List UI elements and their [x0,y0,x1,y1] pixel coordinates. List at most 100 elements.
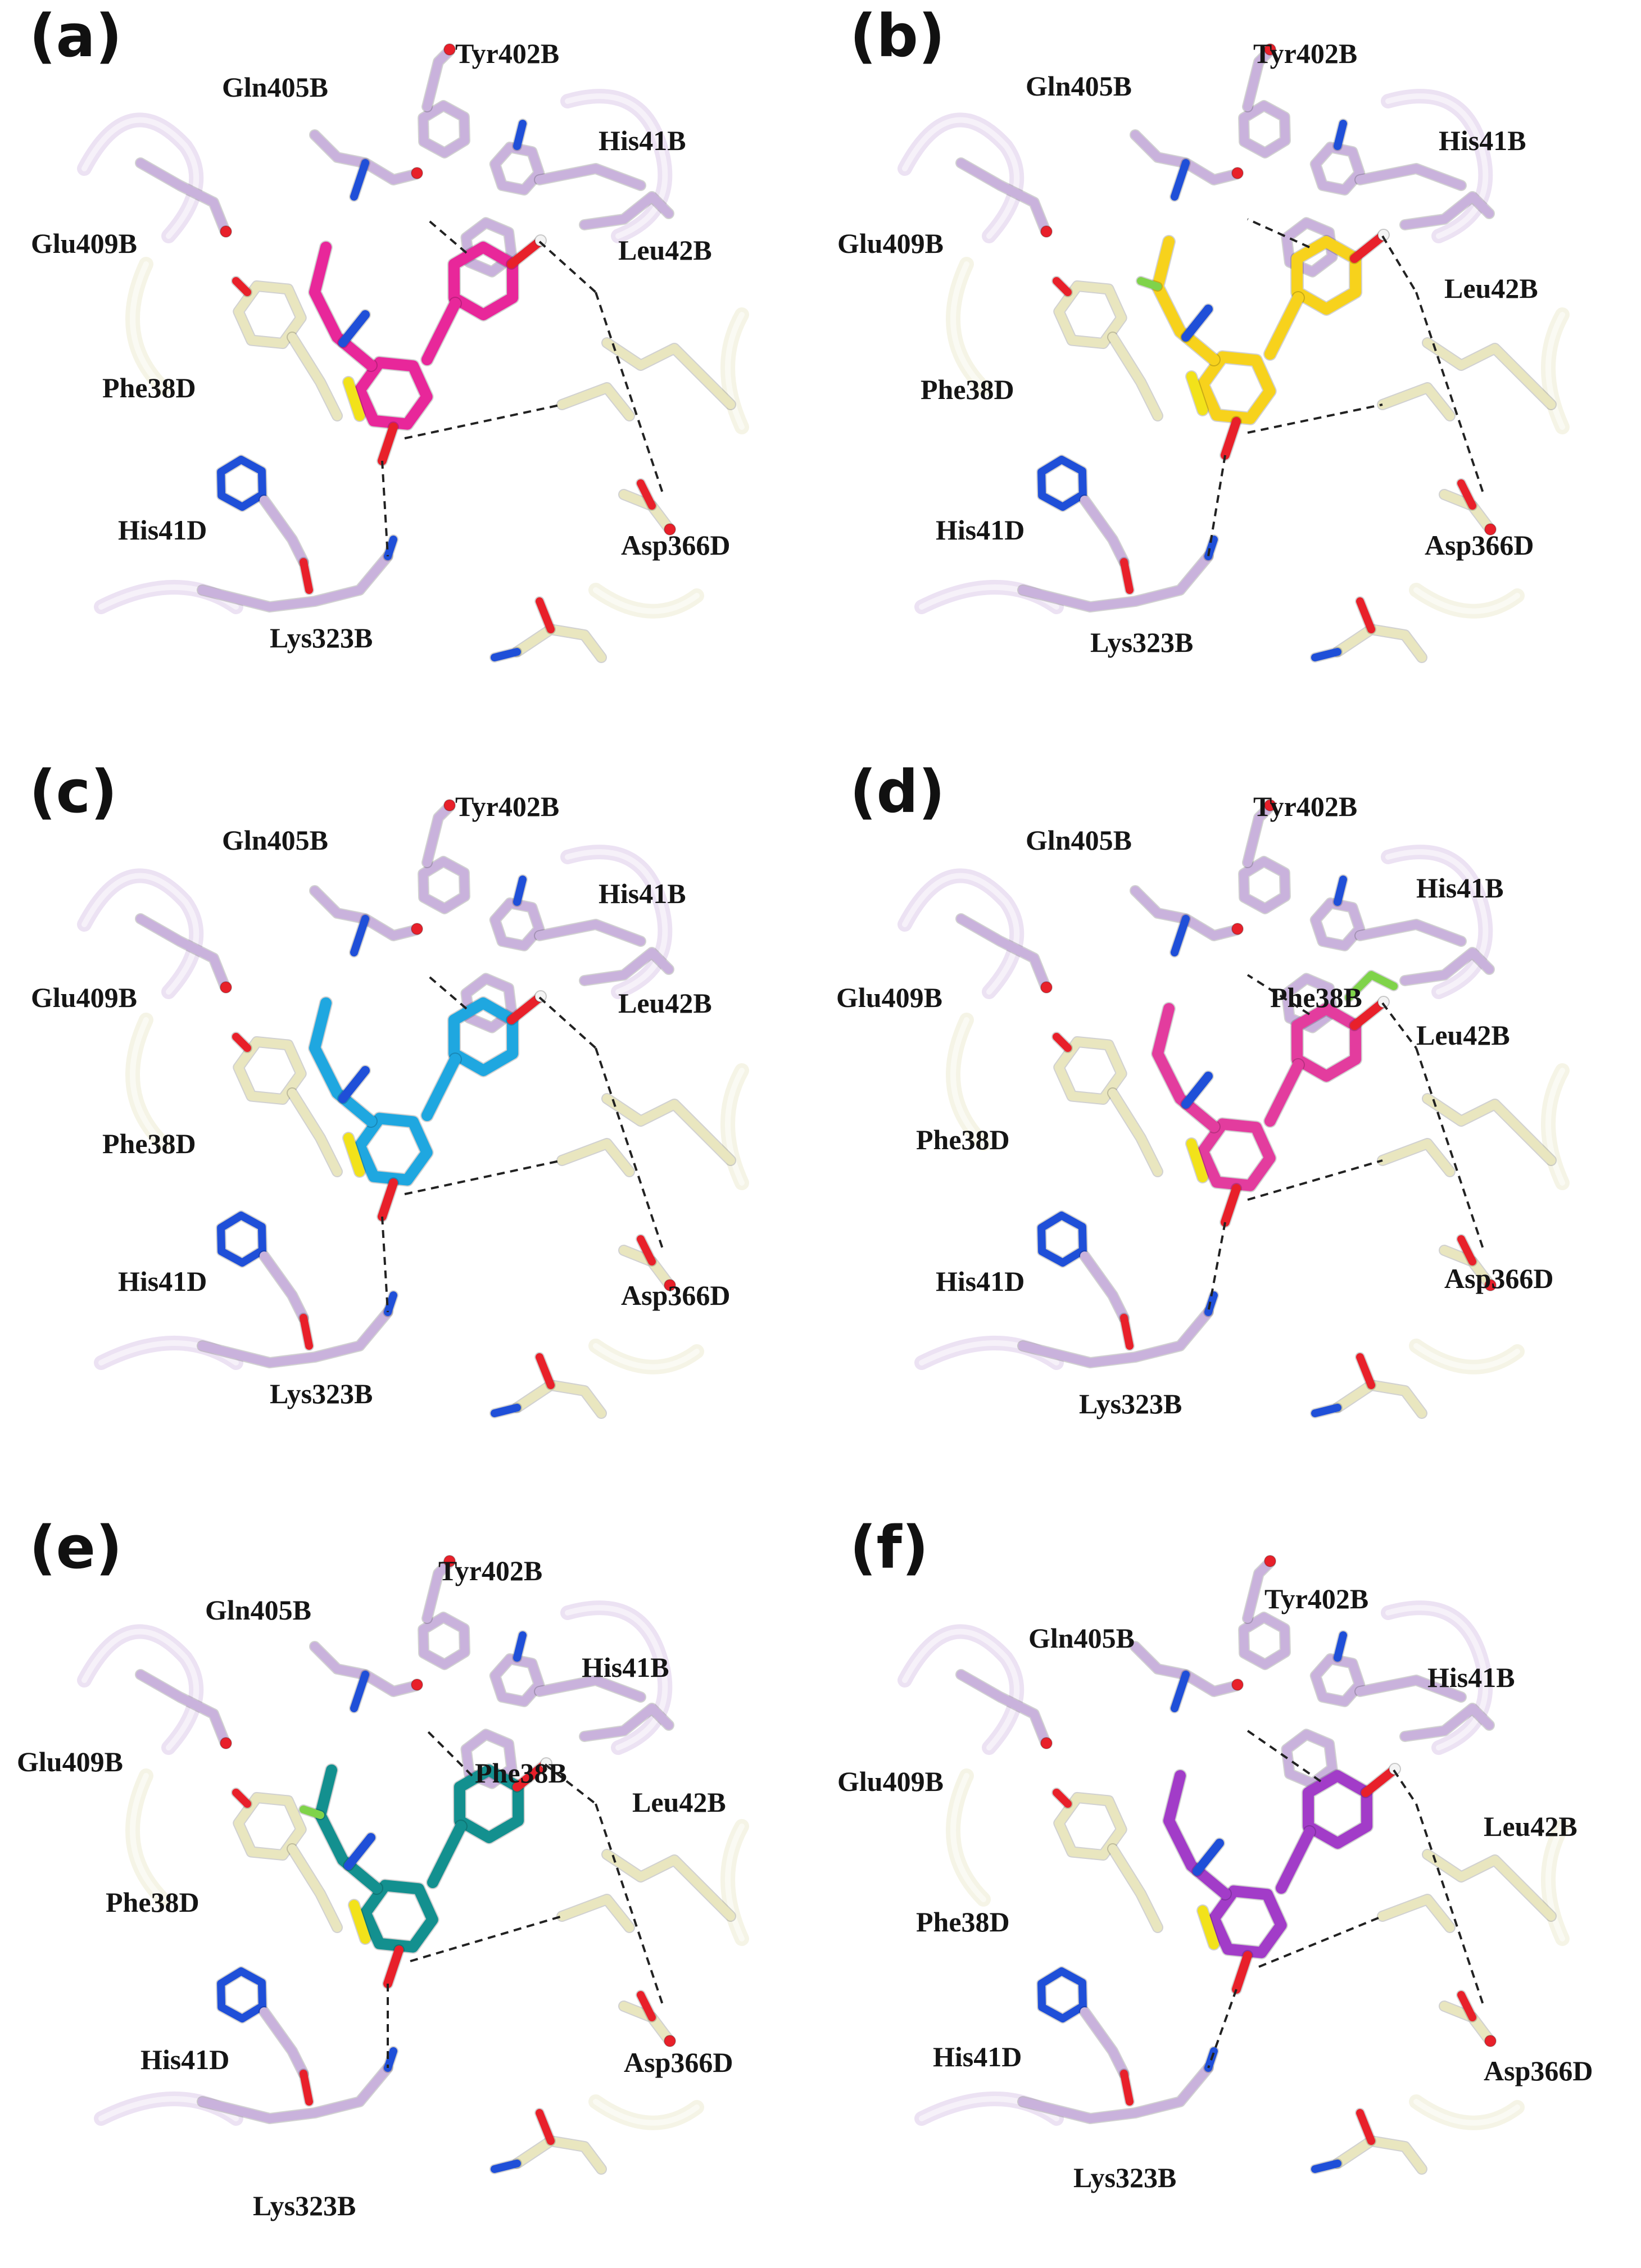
ligand-arm [309,997,377,1127]
ribbon-highlight [593,2099,700,2126]
ligand-oh [1232,1951,1252,1994]
phe38d-ring [234,1793,306,1860]
hbond-line [381,1216,389,1313]
ligand-arm [309,242,377,371]
tyr402b-ring [1239,857,1290,913]
ligand-arm [1152,236,1220,365]
ligand-oh [507,237,544,269]
residue-label: Glu409B [31,982,137,1013]
residue-label: Lys323B [270,622,373,654]
his41d-chain [1080,1251,1128,1322]
gln405b-amide [350,1671,369,1712]
tyr402b-chain [423,1558,454,1623]
hydrogen-atom [534,990,547,1003]
gln-chain-d [1333,1381,1426,1418]
asp366d-o1 [1457,1235,1476,1265]
phe38d-oh [232,1033,251,1052]
residue-label: Phe38D [916,1124,1010,1155]
oxygen-atom [1040,1737,1053,1749]
residue-label: Asp366D [1484,2055,1593,2086]
ribbon-highlight [81,117,200,239]
panel-b: (b) Tyr402B Gln405B His41B Glu409B Leu42… [820,0,1641,756]
residue-label: Leu42B [618,987,712,1019]
his41b-chain [535,1676,645,1702]
phe-ring-b [461,974,516,1032]
panel-d: (d) Tyr402B Gln405B His41B Glu409B Phe38… [820,756,1641,1512]
gln405b-amide [1171,915,1190,956]
residue-label: Phe38D [921,374,1014,405]
his41b-chain [535,164,645,190]
ligand-sulfur [349,1900,370,1944]
ligand-ring [1208,1885,1287,1958]
residue-label: Asp366D [1444,1263,1554,1294]
panel-f: (f) Tyr402B Gln405B His41B Glu409B Leu42… [820,1512,1641,2267]
glu409b-chain [957,914,1050,991]
residue-label: Glu409B [31,228,137,259]
ribbon-highlight [725,312,745,430]
hydrogen-atom [1377,996,1390,1008]
phe38d-ring [1054,1037,1126,1104]
leu-chain-d [602,1850,735,1921]
residue-label: His41B [1439,125,1526,156]
lys-chain-d [1378,383,1454,420]
oxygen-atom [1040,225,1053,238]
panel-b-structure [897,43,1570,663]
ribbon-highlight [950,1017,986,1146]
glu409b-chain [957,158,1050,235]
ligand-bond [1264,292,1304,360]
ligand-fluorine [1137,277,1162,291]
hbond-line [1207,455,1226,557]
ligand-ring [448,242,519,320]
leu42b-chain [1400,192,1494,229]
tyr402b-ring [1239,101,1290,157]
lys-chain-d [1378,1139,1454,1176]
phe38d-chain [1108,1088,1162,1176]
ribbon-highlight [81,873,200,995]
phe38d-oh [1053,1033,1072,1052]
phe-ring-b [1282,1730,1337,1788]
phe38d-oh [232,1789,251,1808]
phe38d-ring [1054,281,1126,348]
his41d-ring [1037,1967,1087,2022]
phe38d-oh [1053,1789,1072,1808]
panel-e-structure [77,1555,749,2175]
his41d-co [300,2070,313,2106]
gln-chain-d [513,2137,606,2174]
gln-n-d [1311,1404,1341,1417]
ribbon-highlight [1545,1068,1565,1186]
oxygen-atom [1231,1679,1244,1691]
ligand-bond [421,1054,461,1121]
hbond-line [381,460,389,557]
residue-label: Leu42B [1416,1019,1510,1051]
ligand-bond [421,298,461,365]
tyr402b-chain [1243,802,1275,867]
tyr402b-ring [419,101,469,157]
ribbon-highlight [902,117,1020,239]
oxygen-atom [220,1737,232,1749]
phe38d-chain [288,333,342,420]
hydrogen-atom [534,234,547,247]
leu-chain-d [1423,1850,1556,1921]
oxygen-atom [1484,1279,1497,1291]
phe38d-ring [234,1037,306,1104]
residue-label: Asp366D [1425,529,1534,561]
oxygen-atom [1040,981,1053,994]
asp366d-o1 [1457,1991,1476,2021]
oxygen-atom [1231,923,1244,935]
oxygen-atom [664,523,676,536]
residue-label: Gln405B [222,71,328,103]
panel-a-structure [77,43,749,663]
residue-label: Leu42B [1484,1811,1577,1842]
ligand-ring [354,357,433,430]
tyr402b-chain [1243,46,1275,111]
residue-label: His41B [599,125,686,156]
glu409b-chain [136,158,229,235]
residue-label: Phe38D [102,372,196,403]
his41d-co [1120,2070,1134,2106]
tyr402b-ring [419,857,469,913]
residue-label: Gln405B [1026,70,1132,102]
ribbon-highlight [1385,1605,1489,1750]
gln-co-d [1356,597,1375,633]
oxygen-atom [443,43,456,56]
leu-chain-d [1423,1094,1556,1165]
